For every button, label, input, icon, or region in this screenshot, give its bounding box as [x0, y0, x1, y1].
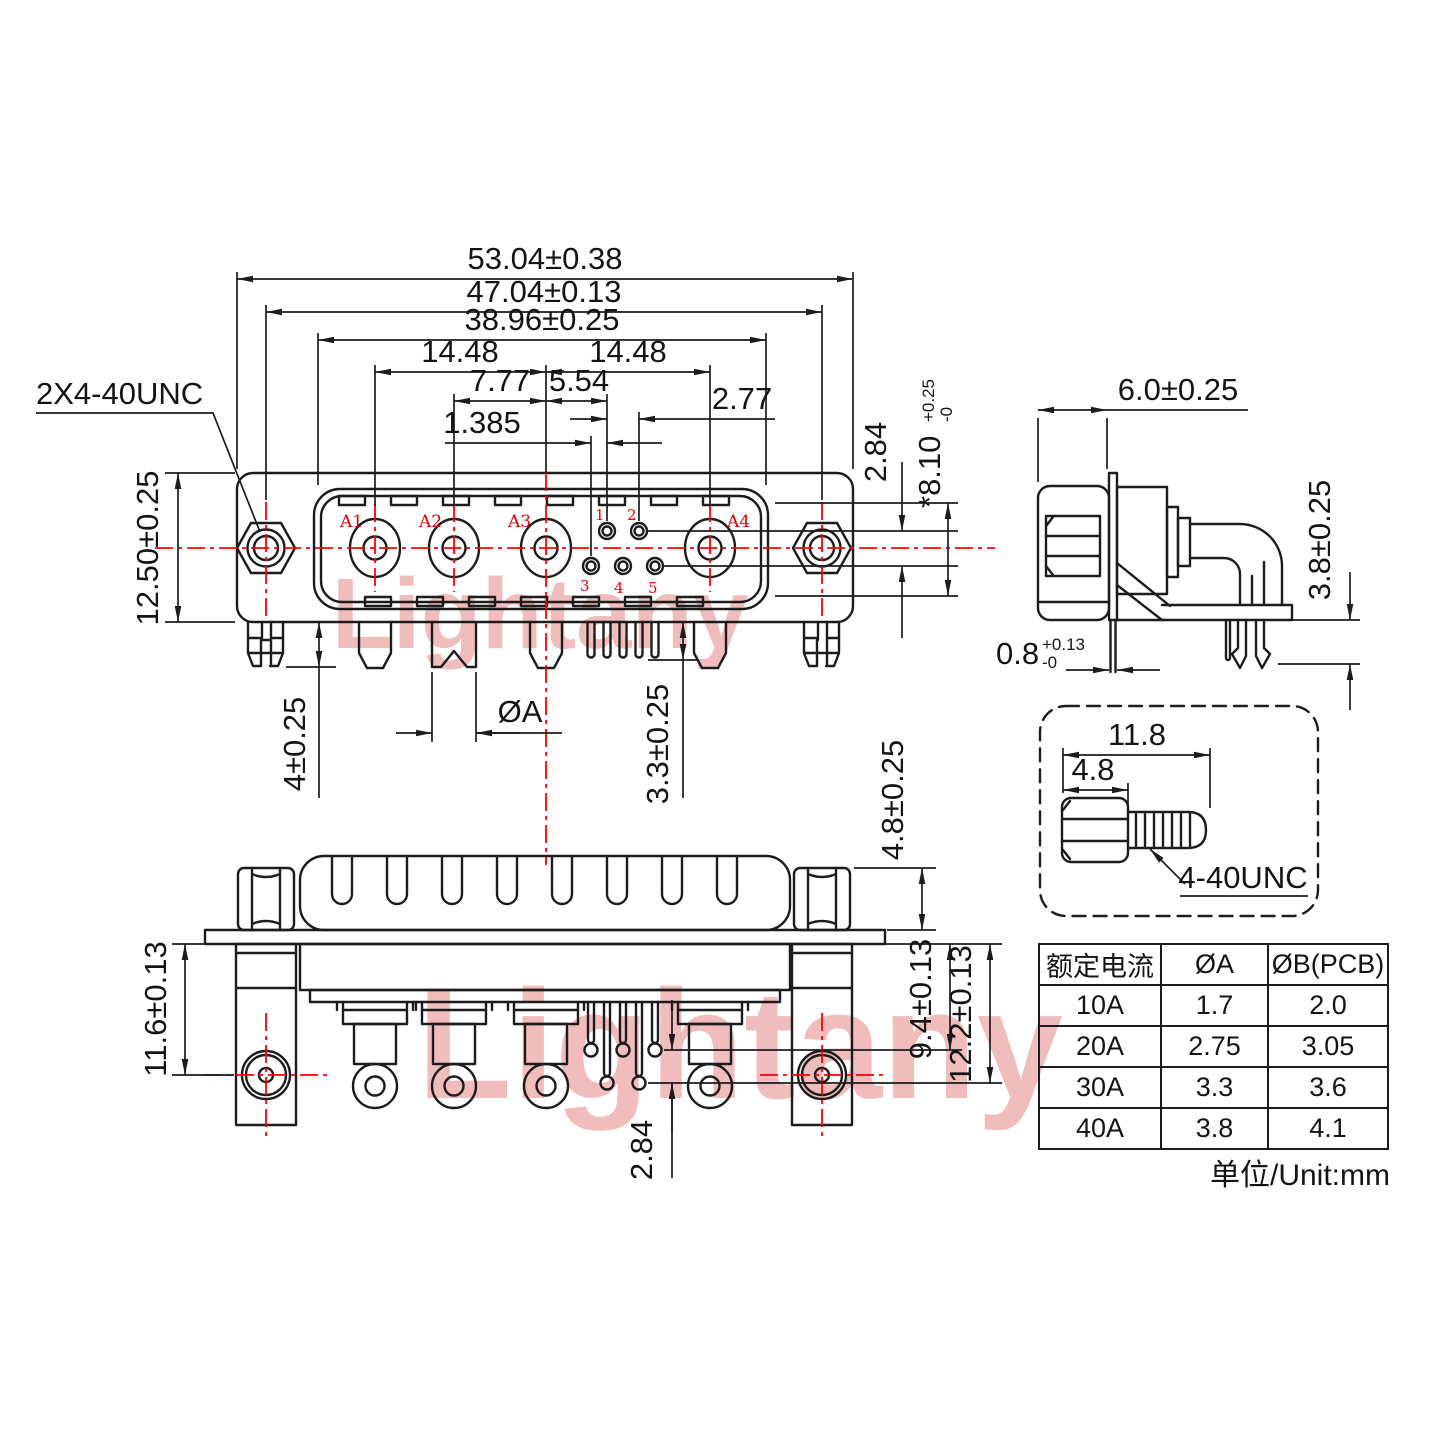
- contact-label-a4: A4: [726, 512, 750, 532]
- front-pins-below: [246, 620, 841, 670]
- spec-cell: 2.75: [1160, 1025, 1269, 1068]
- pin-label-4: 4: [614, 579, 624, 597]
- pin-label-3: 3: [580, 577, 590, 595]
- pin-label-1: 1: [595, 506, 605, 524]
- front-top-dims: 53.04±0.38 47.04±0.13 38.96±0.25 14.48 1…: [236, 241, 854, 556]
- dim-contact-dia: ØA: [498, 694, 543, 729]
- dim-span-left: 14.48: [421, 334, 499, 369]
- dim-shell-width: 38.96±0.25: [465, 302, 620, 337]
- dim-flange-tol-plus: +0.13: [1042, 635, 1085, 654]
- spec-row-10a: 10A 1.7 2.0: [1038, 984, 1389, 1027]
- dim-screw-head: 4.8: [1071, 752, 1114, 787]
- spec-cell: 4.1: [1267, 1107, 1389, 1150]
- side-view-dims: 6.0±0.25 3.8±0.25 0.8 +0.13 -0: [996, 372, 1360, 710]
- front-right-dims: 2.84 *8.10 +0.25 -0: [647, 379, 958, 638]
- dim-span-right: 14.48: [589, 334, 667, 369]
- bottom-view-dims: 11.6±0.13 4.8±0.25 9.4±0.13 12.2±0.13 2.…: [138, 740, 1002, 1180]
- front-centerlines: [155, 473, 995, 865]
- spec-cell: 2.0: [1267, 984, 1389, 1027]
- dim-pcb-standoff: 3.8±0.25: [1302, 480, 1337, 600]
- dim-row-gap: 2.84: [858, 422, 893, 482]
- dim-row-offset: 1.385: [443, 405, 521, 440]
- dim-window-height-tol-plus: +0.25: [919, 379, 938, 422]
- spec-header-dia-b: ØB(PCB): [1267, 943, 1389, 986]
- screw-detail-dims: 11.8 4.8: [1062, 717, 1211, 808]
- spec-table: 额定电流 ØA ØB(PCB) 10A 1.7 2.0 20A 2.75 3.0…: [1038, 943, 1389, 1150]
- spec-cell: 3.05: [1267, 1025, 1389, 1068]
- front-bottom-dims: 4±0.25 ØA 3.3±0.25: [277, 622, 697, 804]
- front-left-dim: 12.50±0.25: [130, 471, 235, 626]
- bottom-view: 11.6±0.13 4.8±0.25 9.4±0.13 12.2±0.13 2.…: [138, 740, 1002, 1180]
- dim-long-pin: 12.2±0.13: [943, 945, 978, 1083]
- spec-cell: 30A: [1038, 1066, 1162, 1109]
- side-view: 6.0±0.25 3.8±0.25 0.8 +0.13 -0: [996, 372, 1360, 710]
- screw-detail: 11.8 4.8 4-40UNC: [1038, 704, 1320, 918]
- spec-cell: 3.6: [1267, 1066, 1389, 1109]
- pin-label-2: 2: [627, 506, 637, 524]
- spec-cell: 3.8: [1160, 1107, 1269, 1150]
- screw-thread-callout: 4-40UNC: [1149, 848, 1308, 897]
- contact-label-a2: A2: [418, 512, 442, 532]
- dim-flange-thickness: 0.8: [996, 636, 1039, 671]
- jackscrew-callout-text: 2X4-40UNC: [36, 376, 203, 411]
- dim-window-height-main: *8.10: [912, 436, 947, 508]
- contact-label-a3: A3: [507, 512, 531, 532]
- dim-a2-center: 7.77: [470, 363, 530, 398]
- dim-flange-tol-minus: -0: [1042, 653, 1057, 672]
- dim-window-height-tol-minus: -0: [937, 407, 956, 422]
- dim-mount-span: 47.04±0.13: [467, 274, 622, 309]
- spec-header-current: 额定电流: [1038, 943, 1162, 986]
- spec-header-dia-a: ØA: [1160, 943, 1269, 986]
- spec-cell: 20A: [1038, 1025, 1162, 1068]
- front-view: A1 A2 A3 A4 1 2 3 4 5 2X4-40UNC: [36, 241, 995, 865]
- spec-row-40a: 40A 3.8 4.1: [1038, 1107, 1389, 1150]
- shell-slots: [337, 494, 731, 608]
- dim-center-pin: 5.54: [549, 363, 609, 398]
- bottom-view-tails: [335, 1000, 750, 1110]
- signal-pins: [581, 521, 665, 576]
- dim-short-pin: 9.4±0.13: [903, 939, 938, 1059]
- jackscrew-callout: 2X4-40UNC: [36, 376, 261, 533]
- dim-pin-pitch: 2.77: [712, 381, 772, 416]
- dim-screw-total: 11.8: [1108, 717, 1166, 752]
- dim-window-height: *8.10 +0.25 -0: [912, 379, 956, 508]
- watermark-front: Lightany: [332, 558, 749, 670]
- spec-cell: 10A: [1038, 984, 1162, 1027]
- dim-bracket-hole: 11.6±0.13: [138, 941, 173, 1076]
- spec-table-header-row: 额定电流 ØA ØB(PCB): [1038, 943, 1389, 986]
- spec-row-30a: 30A 3.3 3.6: [1038, 1066, 1389, 1109]
- contact-labels: A1 A2 A3 A4 1 2 3 4 5: [339, 506, 750, 597]
- bottom-centerlines: [204, 1013, 884, 1137]
- dim-front-depth: 6.0±0.25: [1118, 372, 1238, 407]
- spec-cell: 3.3: [1160, 1066, 1269, 1109]
- dim-nut-height: 4.8±0.25: [875, 740, 910, 860]
- dim-pin-standoff: 3.3±0.25: [640, 684, 675, 804]
- spec-row-20a: 20A 2.75 3.05: [1038, 1025, 1389, 1068]
- dim-overall-width: 53.04±0.38: [468, 241, 623, 276]
- dim-body-height: 12.50±0.25: [130, 471, 165, 626]
- dim-peg-standoff: 4±0.25: [277, 697, 312, 792]
- screw-drawing: [1060, 796, 1208, 864]
- contact-label-a1: A1: [339, 512, 363, 532]
- spec-cell: 1.7: [1160, 984, 1269, 1027]
- side-view-body: [1036, 471, 1294, 674]
- unit-note: 单位/Unit:mm: [1210, 1159, 1390, 1192]
- pin-label-5: 5: [648, 579, 658, 597]
- dim-tip-gap: 2.84: [624, 1120, 659, 1180]
- screw-thread-label: 4-40UNC: [1178, 860, 1307, 895]
- spec-cell: 40A: [1038, 1107, 1162, 1150]
